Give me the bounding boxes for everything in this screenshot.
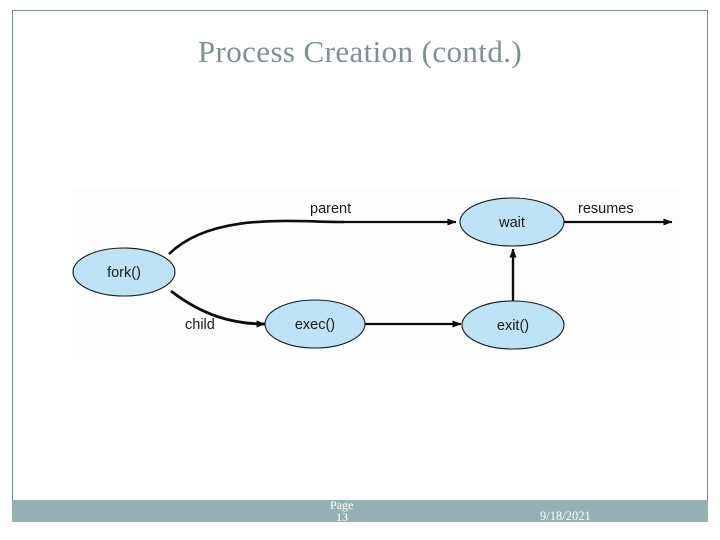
node-fork-ellipse: [72, 247, 176, 297]
node-exec-ellipse: [264, 299, 366, 349]
node-exec-label: exec(): [295, 317, 335, 333]
footer-page-number: Page 13: [330, 499, 420, 523]
node-fork-label: fork(): [107, 265, 141, 281]
node-wait-label: wait: [498, 215, 525, 231]
edge-fork-to-exec-child: [170, 289, 266, 328]
edge-label-parent: parent: [310, 201, 351, 217]
node-exit-label: exit(): [497, 318, 529, 334]
edge-label-child: child: [185, 317, 215, 333]
node-exit-ellipse: [461, 300, 565, 350]
footer-page-value: 13: [336, 510, 348, 524]
footer-page-word: Page: [330, 498, 354, 512]
process-creation-diagram: fork() exec() wait exit() parent child r…: [72, 188, 680, 358]
footer-bar: [12, 500, 708, 522]
footer-date: 9/18/2021: [540, 509, 591, 523]
node-wait[interactable]: wait: [459, 197, 565, 247]
node-exit[interactable]: exit(): [461, 300, 565, 350]
edge-fork-to-parent-curve: [168, 219, 345, 255]
page-title: Process Creation (contd.): [197, 34, 523, 69]
node-exec[interactable]: exec(): [264, 299, 366, 349]
diagram-svg: fork() exec() wait exit() parent child r…: [72, 197, 673, 350]
edge-label-resumes: resumes: [578, 201, 634, 217]
node-fork[interactable]: fork(): [72, 247, 176, 297]
node-wait-ellipse: [459, 197, 565, 247]
